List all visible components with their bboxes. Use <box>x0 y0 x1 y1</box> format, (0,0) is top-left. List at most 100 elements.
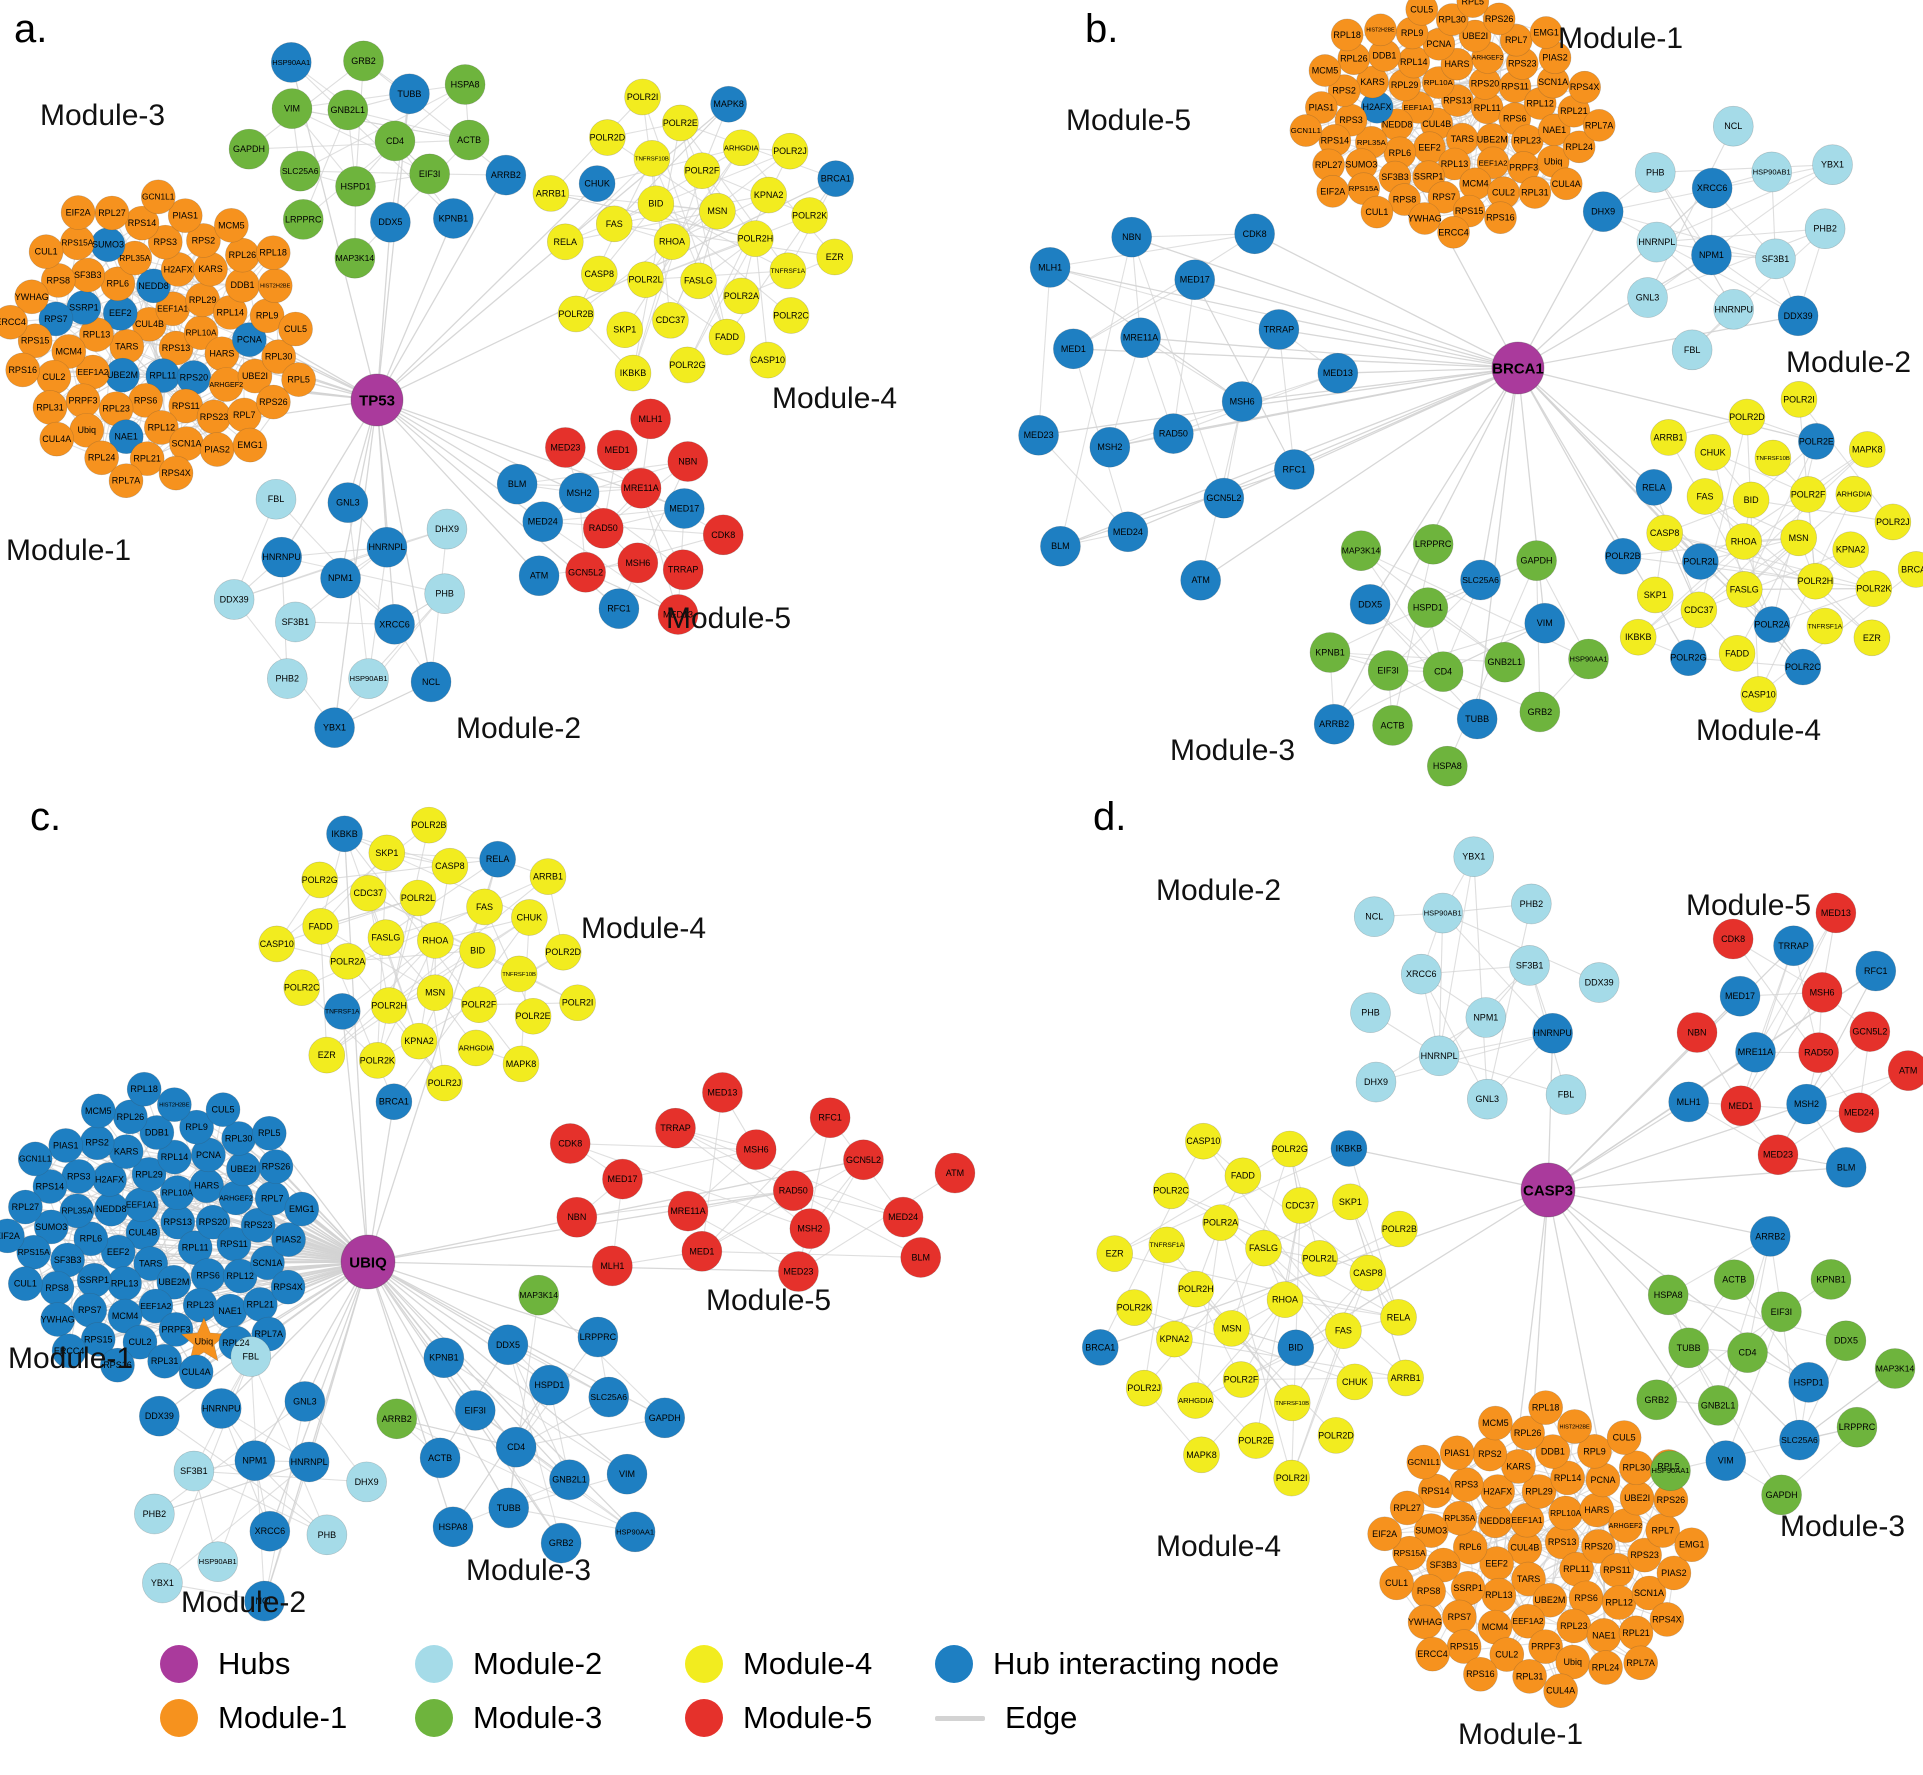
node-HSPD1[interactable] <box>335 166 376 207</box>
node-FBL[interactable] <box>1671 329 1713 371</box>
node-XRCC6[interactable] <box>374 604 415 645</box>
node-HNRNPL[interactable] <box>1418 1035 1460 1077</box>
node-CDK8[interactable] <box>1234 213 1275 255</box>
node-NEDD8[interactable] <box>136 268 171 304</box>
node-ERCC4[interactable] <box>0 304 28 340</box>
node-RPL26[interactable] <box>1510 1415 1545 1451</box>
node-CDK8[interactable] <box>1712 918 1754 960</box>
node-CUL4A[interactable] <box>1549 167 1583 201</box>
node-ARRB2[interactable] <box>485 154 527 196</box>
node-HSP90AB1[interactable] <box>1422 892 1464 934</box>
node-GCN5L2[interactable] <box>565 551 606 593</box>
node-GNB2L1[interactable] <box>1484 641 1526 683</box>
node-RPS23[interactable] <box>196 399 232 435</box>
node-RPL31[interactable] <box>1512 1659 1547 1694</box>
node-RPS16[interactable] <box>100 1347 135 1383</box>
node-POLR2A[interactable] <box>723 277 760 315</box>
node-KPNA2[interactable] <box>750 176 787 214</box>
node-CASP8[interactable] <box>1349 1254 1387 1292</box>
node-TUBB[interactable] <box>1668 1327 1709 1369</box>
node-CUL1[interactable] <box>1379 1565 1414 1601</box>
node-CDC37[interactable] <box>1281 1187 1319 1224</box>
node-POLR2E[interactable] <box>662 104 699 142</box>
node-SUMO3[interactable] <box>33 1209 69 1245</box>
node-BID[interactable] <box>1277 1329 1315 1367</box>
node-DDX39[interactable] <box>1578 962 1620 1003</box>
node-RPS4X[interactable] <box>158 455 194 491</box>
node-KPNB1[interactable] <box>423 1337 465 1379</box>
node-HNRNPU[interactable] <box>200 1388 242 1429</box>
node-DDX5[interactable] <box>1349 584 1391 625</box>
node-RPL12[interactable] <box>1601 1585 1637 1620</box>
node-BRCA1[interactable] <box>375 1083 413 1121</box>
node-CUL5[interactable] <box>1606 1420 1642 1455</box>
node-IKBKB[interactable] <box>1330 1130 1368 1167</box>
hub-node-BRCA1[interactable] <box>1491 341 1545 395</box>
node-CDC37[interactable] <box>1680 591 1718 629</box>
node-RPL29[interactable] <box>131 1157 167 1192</box>
node-POLR2H[interactable] <box>370 987 408 1024</box>
node-RFC1[interactable] <box>1855 950 1897 992</box>
node-GNB2L1[interactable] <box>327 89 369 131</box>
node-BLM[interactable] <box>1825 1147 1867 1188</box>
node-KPNB1[interactable] <box>1810 1259 1852 1300</box>
node-RELA[interactable] <box>479 840 516 878</box>
node-CHUK[interactable] <box>578 165 616 202</box>
node-HIST2H2BE[interactable] <box>1364 13 1397 47</box>
node-MED23[interactable] <box>1757 1134 1799 1175</box>
node-SLC25A6[interactable] <box>1779 1419 1820 1461</box>
node-BLM[interactable] <box>1040 525 1081 567</box>
node-CDK8[interactable] <box>549 1123 591 1164</box>
node-TUBB[interactable] <box>1456 698 1498 740</box>
node-LRPPRC[interactable] <box>577 1316 619 1358</box>
node-ATM[interactable] <box>934 1152 976 1194</box>
node-YWHAG[interactable] <box>1408 202 1442 235</box>
node-PHB[interactable] <box>306 1514 348 1556</box>
node-CUL5[interactable] <box>1405 0 1439 26</box>
node-EEF1A2[interactable] <box>1510 1603 1546 1639</box>
node-POLR2J[interactable] <box>1874 503 1912 541</box>
node-POLR2H[interactable] <box>1177 1270 1215 1308</box>
node-GNB2L1[interactable] <box>1697 1385 1739 1426</box>
node-EIF2A[interactable] <box>60 195 96 230</box>
node-star-Ubiq[interactable] <box>180 1316 228 1362</box>
node-KPNB1[interactable] <box>1309 632 1351 673</box>
node-PHB[interactable] <box>1350 992 1391 1033</box>
node-POLR2D[interactable] <box>1728 398 1766 436</box>
node-HNRNPL[interactable] <box>1636 221 1678 263</box>
node-NPM1[interactable] <box>234 1440 276 1481</box>
node-EMG1[interactable] <box>232 427 268 463</box>
node-GNL3[interactable] <box>327 482 369 523</box>
node-MED24[interactable] <box>1107 511 1149 553</box>
node-YWHAG[interactable] <box>14 279 50 315</box>
node-RELA[interactable] <box>1380 1299 1417 1336</box>
node-RPL24[interactable] <box>1588 1650 1623 1685</box>
node-HSP90AA1[interactable] <box>1650 1450 1691 1492</box>
node-NCL[interactable] <box>244 1580 285 1622</box>
node-MSH6[interactable] <box>1221 381 1263 422</box>
node-UBE2M[interactable] <box>1532 1582 1568 1618</box>
node-RPS26[interactable] <box>258 1149 294 1184</box>
node-DHX9[interactable] <box>346 1461 387 1503</box>
node-RPS8[interactable] <box>1388 183 1421 216</box>
node-FAS[interactable] <box>1325 1312 1362 1349</box>
node-POLR2J[interactable] <box>1125 1369 1163 1407</box>
node-RPS3[interactable] <box>147 224 183 260</box>
node-GNL3[interactable] <box>1627 277 1668 318</box>
node-SCN1A[interactable] <box>1631 1575 1667 1611</box>
node-DDB1[interactable] <box>225 267 260 303</box>
node-HNRNPU[interactable] <box>1713 289 1755 330</box>
node-RAD50[interactable] <box>772 1170 814 1211</box>
node-PIAS1[interactable] <box>1305 91 1338 124</box>
node-RPL30[interactable] <box>1435 3 1469 36</box>
node-GRB2[interactable] <box>540 1522 582 1564</box>
node-RPL21[interactable] <box>129 441 165 476</box>
node-SF3B1[interactable] <box>1755 238 1796 280</box>
node-HSPD1[interactable] <box>529 1364 570 1406</box>
node-NPM1[interactable] <box>1465 997 1507 1038</box>
node-MRE11A[interactable] <box>667 1190 709 1232</box>
node-HSP90AB1[interactable] <box>197 1541 239 1582</box>
node-SKP1[interactable] <box>606 311 644 349</box>
node-RPL18[interactable] <box>255 235 291 271</box>
node-YBX1[interactable] <box>314 707 355 748</box>
